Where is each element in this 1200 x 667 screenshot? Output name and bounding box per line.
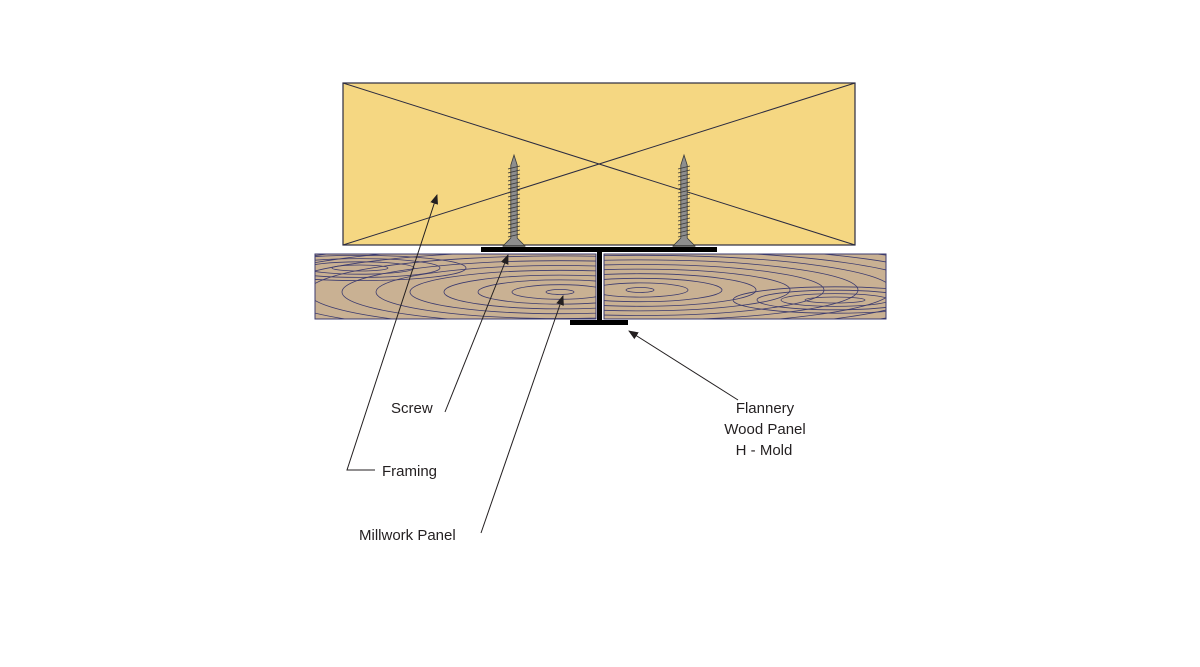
h-mold-label-line2: Wood Panel bbox=[724, 421, 805, 438]
screw-thread bbox=[507, 217, 521, 222]
screw-thread bbox=[507, 229, 521, 234]
framing-block bbox=[342, 82, 856, 246]
screw-thread bbox=[677, 205, 691, 210]
screw-thread bbox=[507, 193, 521, 198]
h-mold-label-line1: Flannery bbox=[736, 400, 795, 417]
screw-thread bbox=[677, 233, 691, 238]
h-mold-bottom-flange bbox=[570, 320, 628, 325]
wood-grain-ring bbox=[315, 255, 467, 281]
framing-label: Framing bbox=[382, 463, 437, 480]
wood-grain-ring bbox=[545, 289, 575, 295]
screw-thread bbox=[677, 193, 691, 198]
wood-grain-ring bbox=[315, 255, 596, 319]
screw-thread bbox=[507, 173, 521, 178]
wood-grain-ring bbox=[409, 269, 596, 315]
screw-thread bbox=[677, 173, 691, 178]
screw-thread bbox=[507, 169, 521, 174]
wood-grain-ring bbox=[780, 293, 886, 307]
screw-thread bbox=[507, 233, 521, 238]
screw-thread bbox=[677, 201, 691, 206]
framing-cross-line-b bbox=[342, 82, 856, 246]
h-mold-label-line3: H - Mold bbox=[736, 442, 793, 459]
screw-thread bbox=[507, 197, 521, 202]
screw-thread bbox=[677, 225, 691, 230]
wood-grain-ring bbox=[331, 264, 389, 272]
screw-thread bbox=[677, 189, 691, 194]
millwork-panel-label: Millwork Panel bbox=[359, 527, 456, 544]
screw-thread bbox=[507, 213, 521, 218]
wood-grain-ring bbox=[604, 277, 723, 303]
screw-thread bbox=[677, 217, 691, 222]
wood-grain-ring bbox=[625, 287, 655, 293]
screw-thread bbox=[507, 189, 521, 194]
leader-lines bbox=[346, 194, 739, 534]
wood-grain-ring bbox=[604, 268, 791, 312]
screw-left bbox=[502, 153, 526, 247]
screw-thread bbox=[677, 165, 691, 170]
wood-grain-ring bbox=[604, 282, 689, 298]
wood-grain-ring bbox=[804, 296, 866, 304]
screw-thread bbox=[507, 201, 521, 206]
screw-thread bbox=[507, 165, 521, 170]
h-mold-leader bbox=[628, 330, 739, 401]
wood-grain-ring bbox=[604, 273, 757, 307]
screw-thread bbox=[677, 221, 691, 226]
h-mold bbox=[481, 247, 717, 325]
screw-label: Screw bbox=[391, 400, 433, 417]
wood-grain-ring bbox=[315, 258, 441, 278]
screw-thread bbox=[677, 197, 691, 202]
screw-thread bbox=[507, 209, 521, 214]
screw-thread bbox=[677, 209, 691, 214]
screw-thread bbox=[677, 177, 691, 182]
millwork-panel-right bbox=[603, 253, 887, 320]
wood-grain-ring bbox=[315, 261, 415, 275]
wood-grain-ring bbox=[756, 289, 886, 311]
screw-thread bbox=[507, 205, 521, 210]
screw-thread bbox=[677, 185, 691, 190]
screw-thread bbox=[677, 213, 691, 218]
screw-thread bbox=[507, 225, 521, 230]
screw-thread bbox=[507, 185, 521, 190]
screw-thread bbox=[507, 177, 521, 182]
wood-grain-ring bbox=[443, 274, 596, 310]
wood-grain-ring bbox=[375, 265, 596, 319]
wood-grain-right bbox=[604, 254, 886, 319]
framing-leader bbox=[346, 194, 439, 471]
h-mold-web bbox=[597, 247, 602, 323]
wood-grain-ring bbox=[604, 254, 886, 319]
screw-thread bbox=[677, 169, 691, 174]
wood-grain-ring bbox=[732, 286, 886, 314]
screw-thread bbox=[507, 181, 521, 186]
screw-leader bbox=[444, 254, 509, 413]
millwork-panel-leader bbox=[480, 295, 564, 534]
wood-grain-ring bbox=[604, 259, 859, 319]
screw-thread bbox=[507, 221, 521, 226]
screw-thread bbox=[677, 229, 691, 234]
screw-thread bbox=[677, 181, 691, 186]
screw-right bbox=[672, 153, 696, 247]
wood-grain-ring bbox=[341, 260, 596, 319]
